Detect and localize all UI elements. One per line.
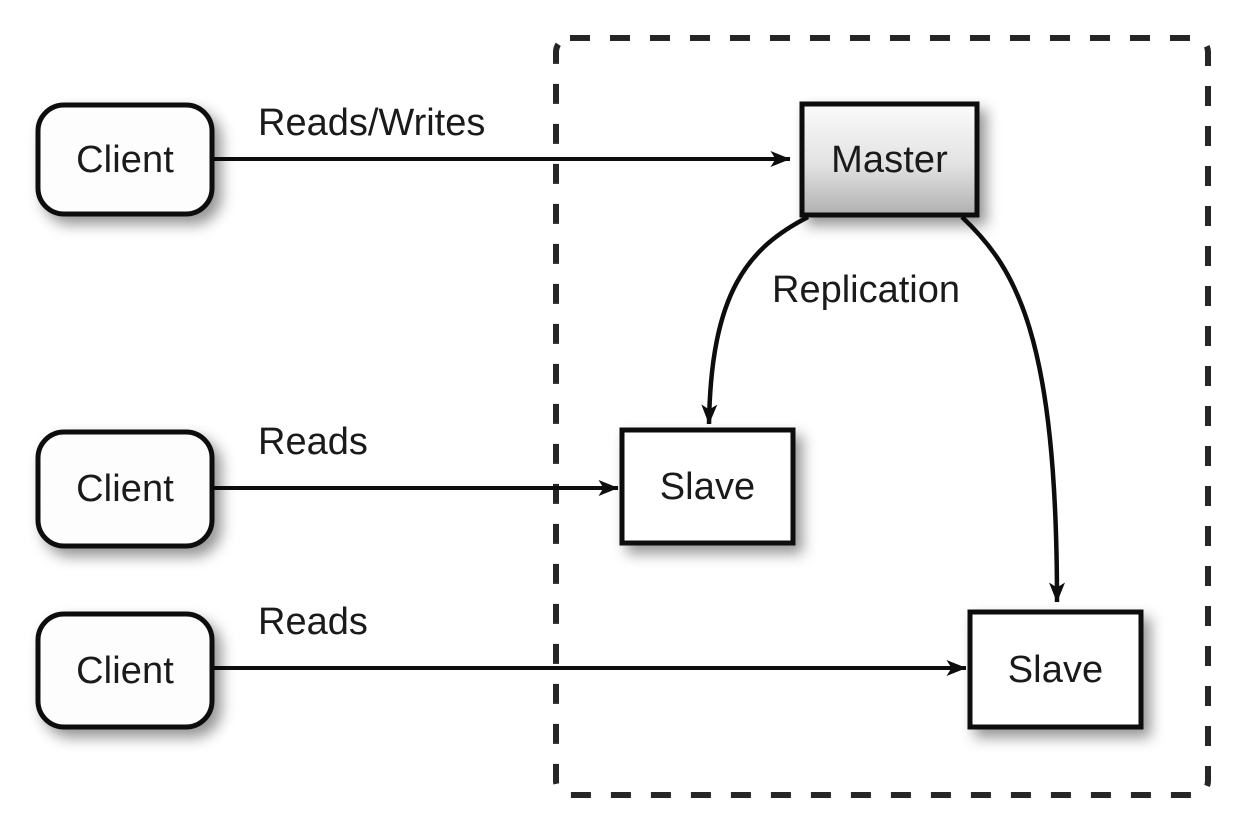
node-client-3[interactable]	[35, 611, 215, 730]
node-master[interactable]	[799, 101, 980, 218]
node-client-1[interactable]	[35, 102, 215, 217]
node-client-2[interactable]	[35, 429, 215, 549]
node-slave-1[interactable]	[619, 427, 796, 546]
cluster-boundary	[553, 35, 1211, 798]
edge-master-to-slave1-replication	[701, 215, 810, 425]
edge-master-to-slave2-replication	[960, 215, 1065, 603]
node-slave-2[interactable]	[967, 609, 1144, 730]
